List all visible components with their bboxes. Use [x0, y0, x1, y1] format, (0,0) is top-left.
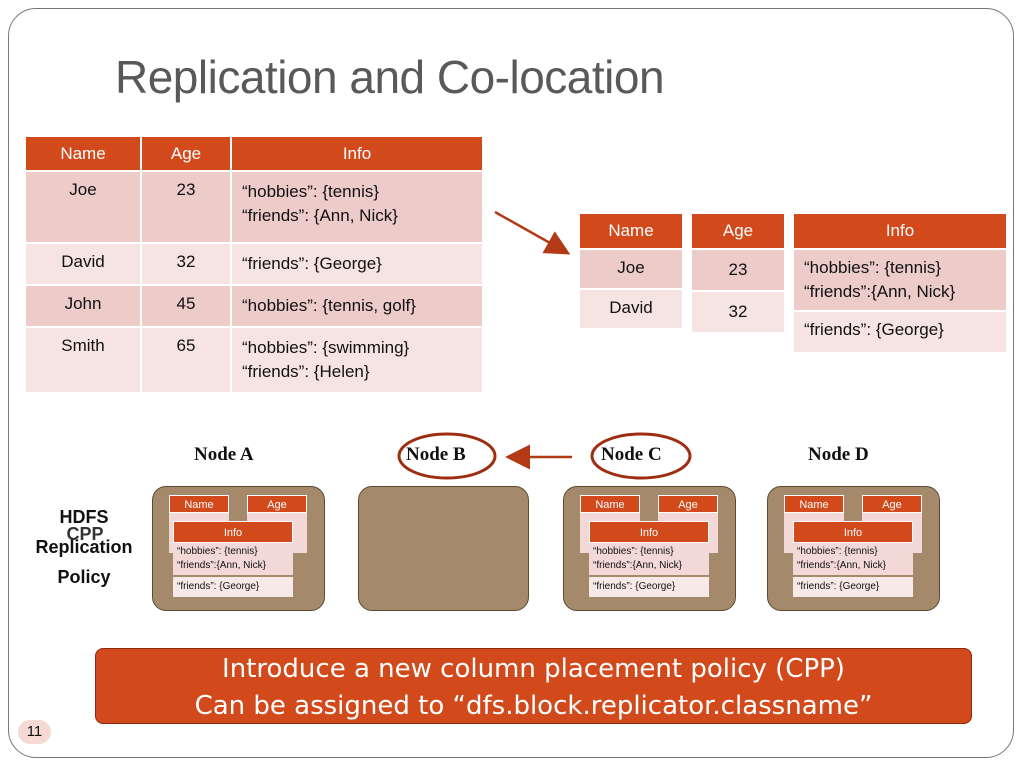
split-age-cell: 32 [692, 292, 784, 332]
split-name-header: Name [580, 214, 682, 248]
info-line: “friends”:{Ann, Nick} [593, 560, 682, 571]
split-age-header: Age [692, 214, 784, 248]
hdfs-line: Replication [35, 537, 133, 557]
node-b-label: Node B [406, 444, 466, 465]
mini-info-cell: “hobbies”: {tennis} “friends”:{Ann, Nick} [793, 543, 913, 575]
cell-info: “hobbies”: {tennis} “friends”: {Ann, Nick… [232, 172, 482, 242]
cell-name: Joe [26, 172, 140, 242]
split-arrow [494, 210, 571, 255]
cell-age: 23 [142, 172, 230, 242]
mini-info-cell: “friends”: {George} [589, 577, 709, 597]
cell-name: David [26, 244, 140, 284]
header-info: Info [232, 137, 482, 170]
mini-info-cell: “friends”: {George} [793, 577, 913, 597]
table-row: John 45 “hobbies”: {tennis, golf} [26, 286, 482, 326]
node-c-box: Name Age Info “hobbies”: {tennis} “friend… [563, 486, 736, 611]
mini-info-header: Info [173, 521, 293, 543]
info-line: “hobbies”: {tennis, golf} [242, 296, 416, 315]
banner-line: Can be assigned to “dfs.block.replicator… [194, 691, 873, 721]
mini-age-header: Age [658, 495, 718, 513]
node-a-box: Name Age Info “hobbies”: {tennis} “friend… [152, 486, 325, 611]
hdfs-line: Policy [57, 567, 111, 587]
info-line: “friends”:{Ann, Nick} [804, 282, 956, 301]
mini-info-block: Info “hobbies”: {tennis} “friends”:{Ann, … [173, 521, 293, 597]
slide-frame [8, 8, 1014, 758]
info-line: “friends”: {George} [804, 320, 944, 339]
table-row: Smith 65 “hobbies”: {swimming} “friends”:… [26, 328, 482, 392]
mini-age-header: Age [247, 495, 307, 513]
node-c-label: Node C [601, 444, 662, 465]
cell-name: John [26, 286, 140, 326]
split-name-cell: David [580, 290, 682, 328]
mini-info-block: Info “hobbies”: {tennis} “friends”:{Ann, … [793, 521, 913, 597]
info-line: “friends”: {George} [242, 254, 382, 273]
table-row: Joe 23 “hobbies”: {tennis} “friends”: {An… [26, 172, 482, 242]
cell-info: “friends”: {George} [232, 244, 482, 284]
header-age: Age [142, 137, 230, 170]
banner-line: Introduce a new column placement policy … [222, 654, 845, 684]
node-b-circle [397, 432, 497, 480]
info-line: “friends”: {Helen} [242, 362, 370, 381]
info-line: “hobbies”: {tennis} [177, 546, 258, 557]
info-line: “hobbies”: {tennis} [242, 182, 380, 201]
mini-name-header: Name [580, 495, 640, 513]
mini-info-cell: “hobbies”: {tennis} “friends”:{Ann, Nick} [173, 543, 293, 575]
mini-name-header: Name [169, 495, 229, 513]
mini-age-header: Age [862, 495, 922, 513]
split-name-table: Name Joe David [580, 214, 682, 328]
cell-age: 32 [142, 244, 230, 284]
full-table: Name Age Info Joe 23 “hobbies”: {tennis}… [24, 135, 484, 394]
cell-age: 65 [142, 328, 230, 392]
split-info-table: Info “hobbies”: {tennis} “friends”:{Ann,… [794, 214, 1006, 352]
split-name-cell: Joe [580, 250, 682, 288]
mini-info-header: Info [793, 521, 913, 543]
page-number: 11 [18, 720, 51, 744]
mini-info-cell: “hobbies”: {tennis} “friends”:{Ann, Nick} [589, 543, 709, 575]
mini-info-block: Info “hobbies”: {tennis} “friends”:{Ann, … [589, 521, 709, 597]
node-b-box [358, 486, 529, 611]
info-line: “hobbies”: {swimming} [242, 338, 410, 357]
slide-title: Replication and Co-location [115, 51, 665, 103]
mini-info-header: Info [589, 521, 709, 543]
cpp-overlap-label: CPP [66, 524, 104, 544]
hdfs-policy-label: HDFS Replication Policy [22, 502, 146, 592]
node-d-label: Node D [808, 444, 869, 465]
info-line: “friends”:{Ann, Nick} [797, 560, 886, 571]
header-name: Name [26, 137, 140, 170]
info-line: “hobbies”: {tennis} [797, 546, 878, 557]
hdfs-line: HDFS [59, 507, 109, 527]
table-row: David 32 “friends”: {George} [26, 244, 482, 284]
split-info-header: Info [794, 214, 1006, 248]
mini-name-header: Name [784, 495, 844, 513]
node-c-circle [590, 432, 692, 480]
info-line: “friends”:{Ann, Nick} [177, 560, 266, 571]
info-line: “friends”: {Ann, Nick} [242, 206, 398, 225]
cpp-banner: Introduce a new column placement policy … [95, 648, 972, 724]
cell-info: “hobbies”: {swimming} “friends”: {Helen} [232, 328, 482, 392]
node-d-box: Name Age Info “hobbies”: {tennis} “friend… [767, 486, 940, 611]
cell-info: “hobbies”: {tennis, golf} [232, 286, 482, 326]
split-age-cell: 23 [692, 250, 784, 290]
split-info-cell: “friends”: {George} [794, 312, 1006, 352]
info-line: “hobbies”: {tennis} [804, 258, 942, 277]
cell-name: Smith [26, 328, 140, 392]
mini-info-cell: “friends”: {George} [173, 577, 293, 597]
info-line: “hobbies”: {tennis} [593, 546, 674, 557]
node-a-label: Node A [194, 444, 254, 465]
split-info-cell: “hobbies”: {tennis} “friends”:{Ann, Nick… [794, 250, 1006, 310]
split-age-table: Age 23 32 [692, 214, 784, 332]
cell-age: 45 [142, 286, 230, 326]
